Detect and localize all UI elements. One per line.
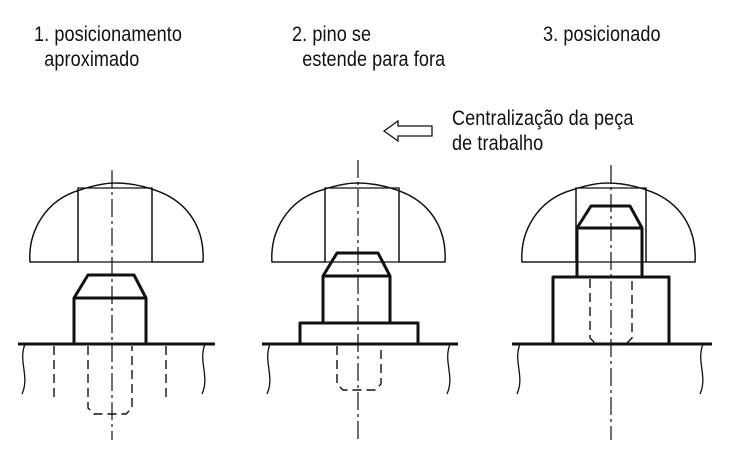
workpiece-centering-label: Centralização da peça de trabalho [452, 107, 634, 155]
stage-3-positioned [512, 165, 712, 440]
step-3-label: 3. posicionado [543, 23, 661, 46]
pin-1 [72, 273, 148, 344]
flange-2 [298, 321, 420, 344]
step-2-label: 2. pino se estende para fora [292, 23, 446, 71]
pin-2 [321, 251, 392, 323]
stage-1-approximate-positioning [18, 170, 215, 440]
step-1-label: 1. posicionamento aproximado [34, 23, 183, 71]
stage-2-pin-extends [262, 160, 458, 440]
pin-3 [575, 204, 644, 277]
workpiece-3 [521, 182, 696, 263]
workpiece-1 [29, 182, 204, 263]
left-arrow-icon [382, 119, 433, 143]
